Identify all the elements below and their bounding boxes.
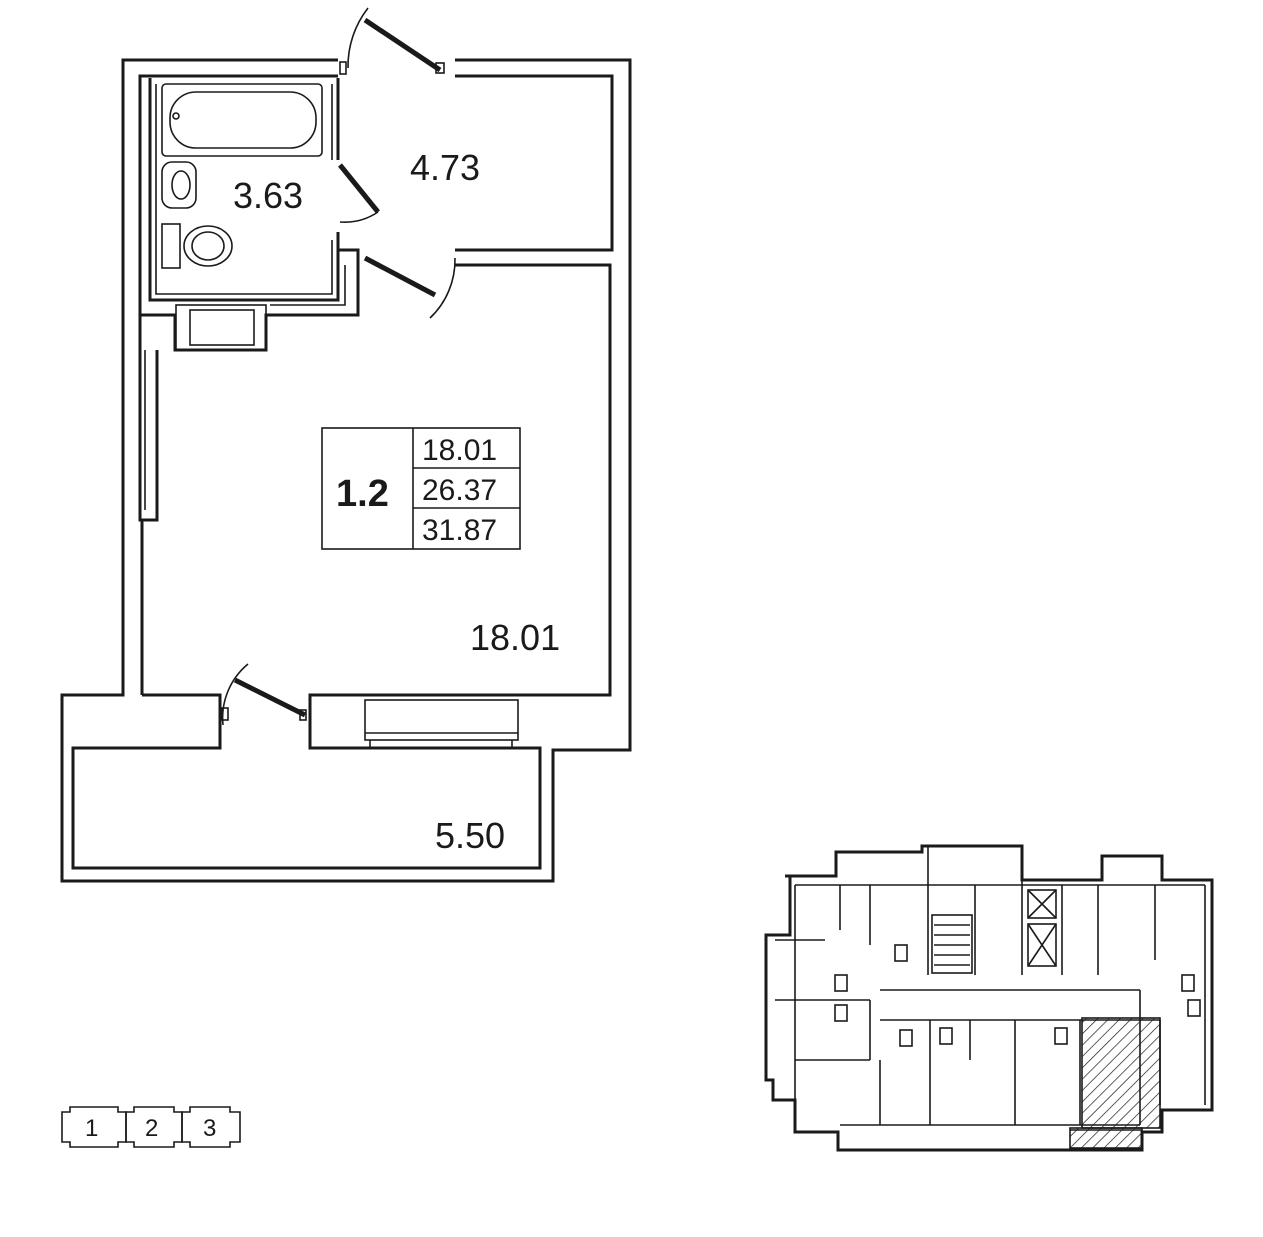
section-1-label: 1 bbox=[85, 1115, 98, 1142]
inner-wall bbox=[71, 74, 614, 870]
toilet-bowl bbox=[183, 225, 233, 267]
bathtub-drain bbox=[172, 112, 180, 120]
bathtub bbox=[161, 83, 323, 157]
toilet-seat bbox=[191, 231, 225, 261]
section-3-label: 3 bbox=[203, 1115, 216, 1142]
section-3[interactable]: 3 bbox=[181, 1106, 241, 1148]
sink-bowl bbox=[171, 170, 191, 200]
section-selector: 1 2 3 bbox=[61, 1106, 241, 1148]
bathroom-door bbox=[338, 163, 380, 223]
section-2-label: 2 bbox=[145, 1115, 158, 1142]
balcony-door bbox=[221, 663, 307, 726]
bathroom-area: 3.63 bbox=[233, 175, 303, 216]
entrance-door bbox=[339, 7, 445, 75]
living-room-area: 18.01 bbox=[470, 617, 560, 658]
bathtub-inner bbox=[169, 91, 317, 149]
ventilation-shaft bbox=[175, 304, 267, 351]
total-area-value: 26.37 bbox=[422, 474, 497, 507]
highlighted-apartment bbox=[1081, 1017, 1161, 1129]
floor-key-plan bbox=[764, 844, 1214, 1152]
ventilation-shaft-inner bbox=[189, 309, 255, 346]
living-area-value: 18.01 bbox=[422, 434, 497, 467]
highlighted-balcony bbox=[1069, 1127, 1143, 1149]
bathroom-wall-inner bbox=[155, 84, 346, 306]
section-1[interactable]: 1 bbox=[61, 1106, 127, 1148]
apartment-number: 1.2 bbox=[336, 473, 389, 515]
window-living bbox=[364, 699, 519, 741]
section-2[interactable]: 2 bbox=[125, 1106, 183, 1148]
total-with-balcony-value: 31.87 bbox=[422, 514, 497, 547]
outer-wall bbox=[60, 58, 632, 883]
apartment-plan: 3.63 4.73 18.01 5.50 1.2 18.01 26.37 31.… bbox=[60, 7, 632, 883]
sink bbox=[161, 161, 197, 209]
balcony-area: 5.50 bbox=[435, 815, 505, 856]
apartment-info-box: 1.2 18.01 26.37 31.87 bbox=[321, 427, 521, 550]
hallway-area: 4.73 bbox=[410, 147, 480, 188]
toilet-tank bbox=[161, 223, 181, 269]
living-door bbox=[363, 255, 456, 319]
